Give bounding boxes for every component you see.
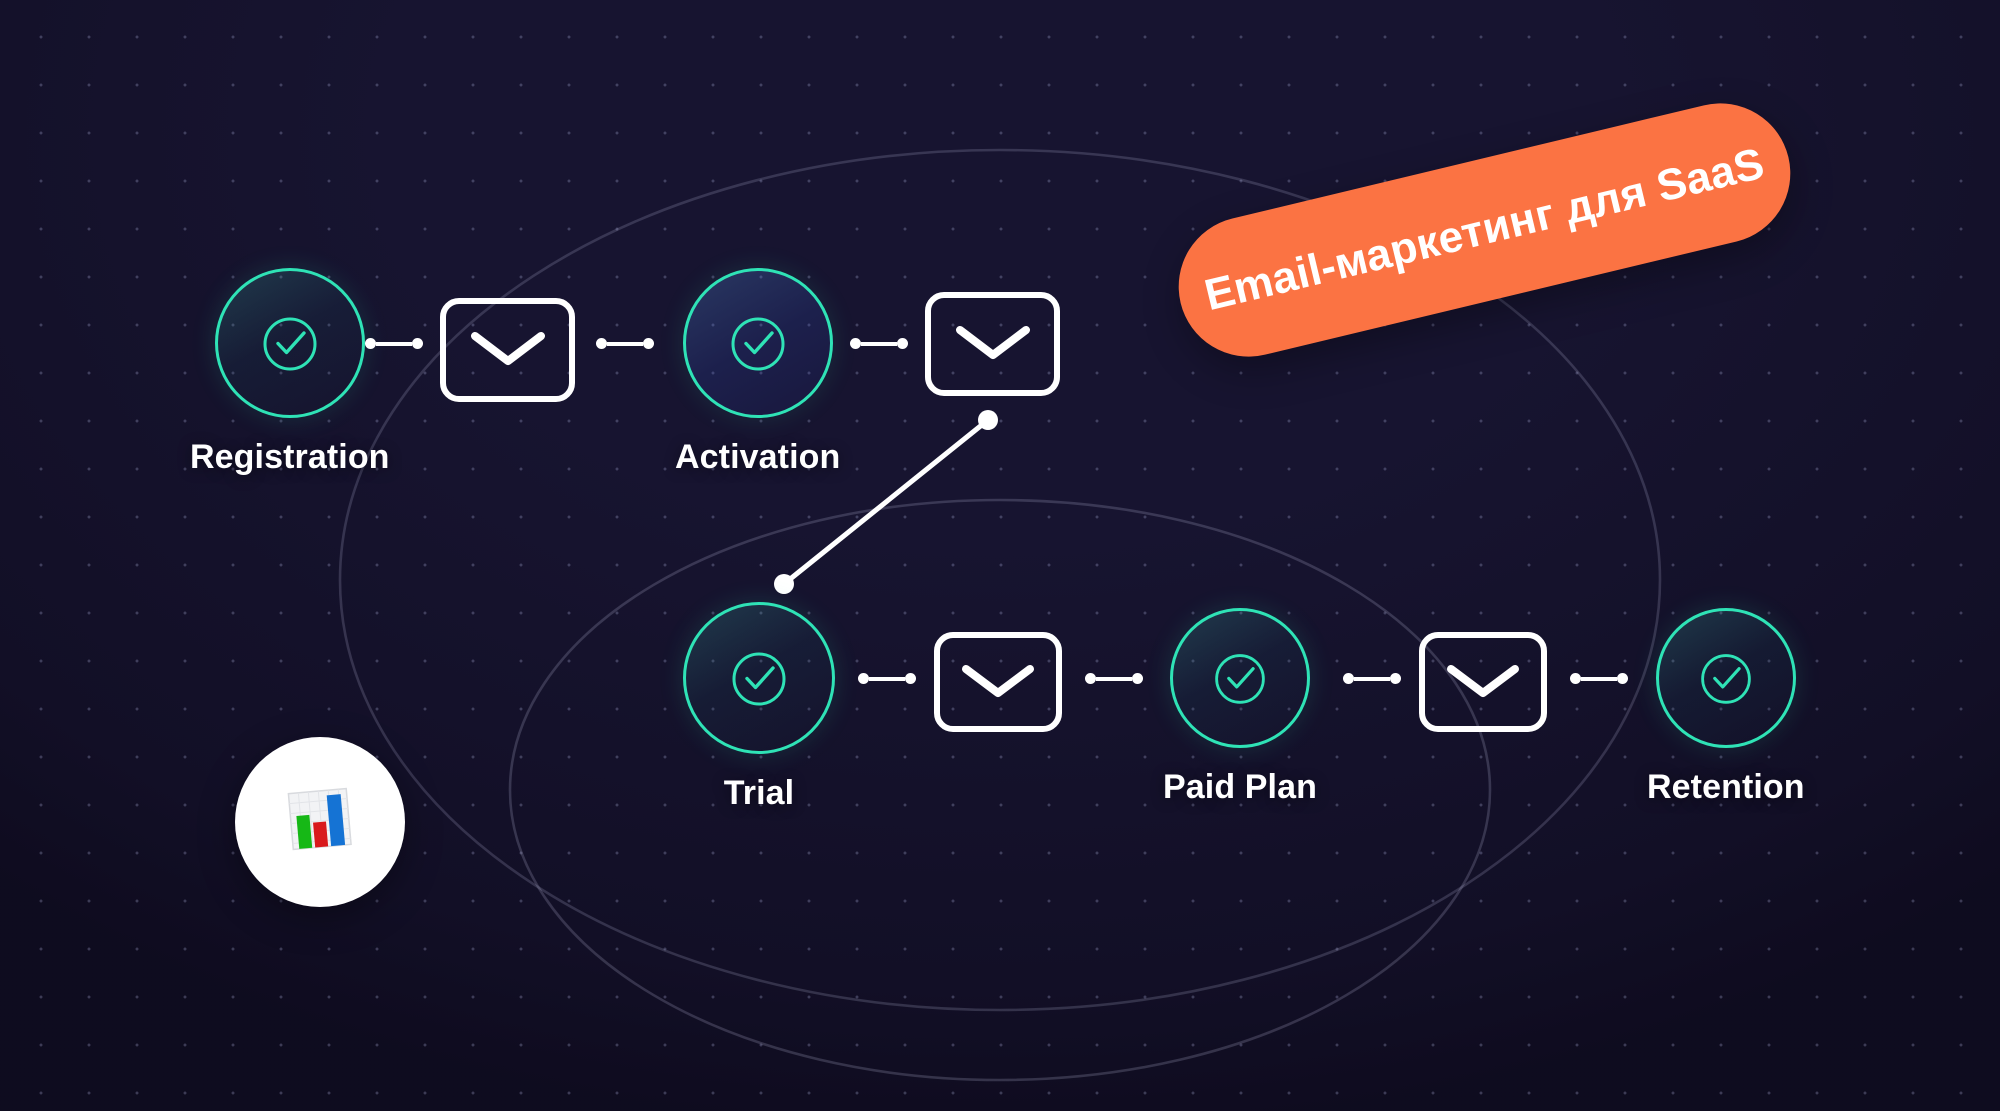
connector-paidplan-email4 xyxy=(1343,673,1401,684)
stage-circle-activation xyxy=(682,268,833,418)
connector-dot-end xyxy=(897,338,908,349)
email-node-3[interactable] xyxy=(934,632,1062,732)
connector-dot-start xyxy=(1343,673,1354,684)
connector-line xyxy=(607,341,643,346)
stage-circle-registration xyxy=(214,268,365,418)
stage-label-trial: Trial xyxy=(723,774,795,812)
connector-line xyxy=(1581,676,1617,681)
connector-dot-start xyxy=(858,673,869,684)
connector-dot-end xyxy=(643,338,654,349)
connector-dot-end xyxy=(1617,673,1628,684)
stage-label-retention: Retention xyxy=(1647,768,1805,806)
stage-label-activation: Activation xyxy=(675,438,841,476)
stage-label-paid-plan: Paid Plan xyxy=(1163,768,1317,806)
envelope-icon xyxy=(470,332,545,365)
connector-activation-email2 xyxy=(850,338,908,349)
connector-registration-email1 xyxy=(365,338,423,349)
connector-dot-end xyxy=(1390,673,1401,684)
connector-email3-paidplan xyxy=(1085,673,1143,684)
email-node-2[interactable] xyxy=(925,292,1060,396)
connector-line xyxy=(869,676,905,681)
connector-dot-end xyxy=(905,673,916,684)
app-badge[interactable] xyxy=(235,737,405,907)
envelope-icon xyxy=(962,665,1034,697)
stage-node-retention[interactable]: Retention xyxy=(1647,608,1805,807)
stage-node-trial[interactable]: Trial xyxy=(683,602,835,813)
connector-dot-start xyxy=(365,338,376,349)
stage-node-paid-plan[interactable]: Paid Plan xyxy=(1163,608,1317,807)
connector-dot-end xyxy=(412,338,423,349)
bar-chart-emoji-icon xyxy=(287,787,352,851)
check-circle-icon xyxy=(731,317,785,371)
stage-circle-paid-plan xyxy=(1169,608,1310,748)
connector-line xyxy=(861,341,897,346)
stage-node-registration[interactable]: Registration xyxy=(190,268,390,477)
stage-label-registration: Registration xyxy=(190,438,390,476)
connector-line xyxy=(1354,676,1390,681)
check-circle-icon xyxy=(1701,654,1751,704)
email-node-4[interactable] xyxy=(1419,632,1547,732)
check-circle-icon xyxy=(263,317,317,371)
connector-dot-end xyxy=(1132,673,1143,684)
connector-dot-start xyxy=(1085,673,1096,684)
connector-line xyxy=(376,341,412,346)
stage-circle-trial xyxy=(683,602,835,754)
check-circle-icon xyxy=(732,652,786,706)
connector-dot-start xyxy=(850,338,861,349)
connector-dot-start xyxy=(596,338,607,349)
connector-dot-start xyxy=(1570,673,1581,684)
connector-line xyxy=(1096,676,1132,681)
envelope-icon xyxy=(955,326,1030,359)
connector-trial-email3 xyxy=(858,673,916,684)
connector-email1-activation xyxy=(596,338,654,349)
envelope-icon xyxy=(1447,665,1519,697)
stage-circle-retention xyxy=(1655,608,1796,748)
email-node-1[interactable] xyxy=(440,298,575,402)
stage-node-activation[interactable]: Activation xyxy=(675,268,840,477)
connector-email4-retention xyxy=(1570,673,1628,684)
check-circle-icon xyxy=(1215,654,1265,704)
